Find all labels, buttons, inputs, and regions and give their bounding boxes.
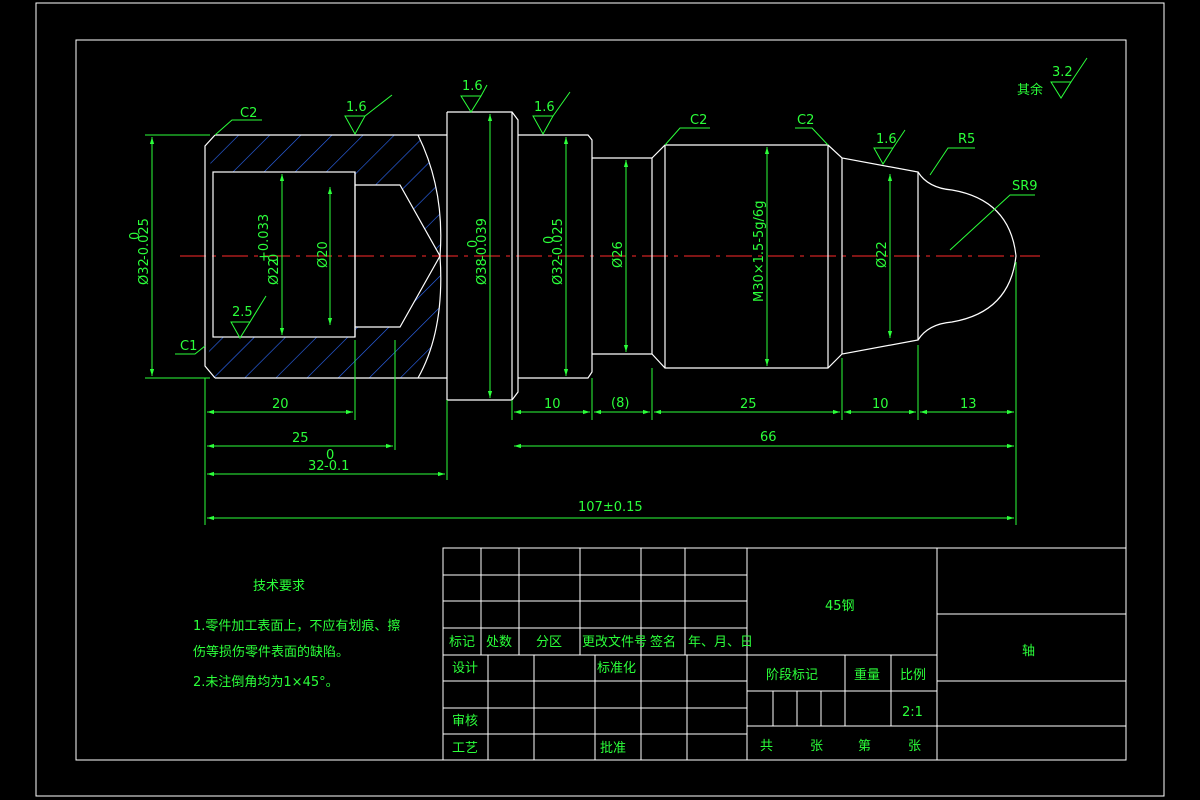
- label-design: 设计: [452, 661, 478, 676]
- dim-len-20: 20: [272, 397, 289, 412]
- tech-req-title: 技术要求: [253, 579, 305, 594]
- leaders: [175, 57, 1088, 355]
- dim-len-8: (8): [611, 396, 629, 411]
- dim-thread: M30×1.5-5g/6g: [752, 201, 767, 302]
- hatched-section: [205, 135, 441, 378]
- title-block-text: 45钢 轴 标记 处数 分区 更改文件号 签名 年、月、日 设计 标准化 审核 …: [449, 599, 1035, 756]
- shaft-outline: [204, 111, 1017, 401]
- callouts: C2 C1 C2 C2 R5 SR9: [180, 106, 1038, 354]
- label-weight: 重量: [854, 667, 880, 683]
- dim-d38-tol: -0.039: [475, 218, 490, 260]
- dim-d22-end: Ø22: [875, 241, 890, 268]
- label-scale: 比例: [900, 668, 926, 683]
- label-stage-mark: 阶段标记: [766, 668, 818, 683]
- label-standardize: 标准化: [597, 661, 636, 676]
- sheet-total: 共: [760, 739, 773, 754]
- roughness-value: 1.6: [534, 100, 555, 115]
- roughness-value: 1.6: [346, 100, 367, 115]
- label-review: 审核: [452, 714, 478, 729]
- dim-d22-tol-upper: +0.033: [257, 214, 272, 262]
- roughness-value: 2.5: [232, 305, 253, 320]
- header-zone: 分区: [536, 635, 562, 650]
- dim-len-32: 32: [308, 459, 325, 474]
- scale-value: 2:1: [902, 705, 923, 720]
- roughness-labels: 1.6 1.6 1.6 1.6 2.5 其余 3.2: [232, 65, 1073, 320]
- dim-d20: Ø20: [316, 241, 331, 268]
- chamfer-c2-thread-right: C2: [797, 113, 814, 128]
- material: 45钢: [825, 599, 855, 614]
- dim-len-10b: 10: [872, 397, 889, 412]
- chamfer-c2-left: C2: [240, 106, 257, 121]
- diameter-dimensions: Ø32 0 -0.025 Ø22 +0.033 0 Ø20 Ø38 0 -0.0…: [128, 201, 890, 302]
- dim-d32-shoulder-upper: 0: [542, 236, 557, 244]
- length-dimensions: 20 10 (8) 25 10 13 25 66 32 0 -0.1 107±0…: [272, 396, 977, 515]
- header-date: 年、月、日: [688, 635, 753, 650]
- dim-len-32-upper: 0: [326, 448, 334, 463]
- sheet-unit-2: 张: [908, 739, 921, 754]
- dim-len-25a: 25: [292, 431, 309, 446]
- sheet-no: 第: [858, 739, 871, 754]
- dim-d32-main-upper: 0: [128, 232, 143, 240]
- dim-d32-shoulder-tol: -0.025: [551, 218, 566, 260]
- chamfer-c2-thread-left: C2: [690, 113, 707, 128]
- label-process: 工艺: [452, 741, 478, 756]
- dim-d32-shoulder: Ø32: [551, 258, 566, 285]
- dim-len-13: 13: [960, 397, 977, 412]
- chamfer-c1: C1: [180, 339, 197, 354]
- dim-d38-upper: 0: [466, 240, 481, 248]
- label-approve: 批准: [600, 741, 626, 756]
- header-count: 处数: [486, 635, 512, 650]
- dim-len-32-tol: -0.1: [324, 459, 349, 474]
- tech-req-item2: 2.未注倒角均为1×45°。: [193, 675, 339, 690]
- part-name: 轴: [1022, 644, 1035, 659]
- roughness-value: 1.6: [462, 79, 483, 94]
- roughness-other-value: 3.2: [1052, 65, 1073, 80]
- dim-d26: Ø26: [611, 241, 626, 268]
- radius-r5: R5: [958, 132, 975, 147]
- tech-req-item1-line1: 1.零件加工表面上，不应有划痕、擦: [193, 618, 400, 634]
- roughness-other-label: 其余: [1017, 82, 1043, 98]
- title-block-grid: [442, 547, 1127, 761]
- dim-d32-main: Ø32: [137, 258, 152, 285]
- dim-d32-main-tol: -0.025: [137, 218, 152, 260]
- sheet-unit-1: 张: [810, 739, 823, 754]
- dim-len-25b: 25: [740, 397, 757, 412]
- sphere-radius-sr9: SR9: [1012, 179, 1038, 194]
- dim-d38: Ø38: [475, 258, 490, 285]
- dim-len-107: 107±0.15: [578, 500, 643, 515]
- header-change-doc: 更改文件号: [582, 635, 647, 650]
- dim-len-66: 66: [760, 430, 777, 445]
- dim-len-10a: 10: [544, 397, 561, 412]
- technical-requirements: 技术要求 1.零件加工表面上，不应有划痕、擦 伤等损伤零件表面的缺陷。 2.未注…: [193, 579, 400, 690]
- header-signature: 签名: [650, 634, 676, 650]
- dimension-lines: [149, 114, 1014, 521]
- header-mark: 标记: [449, 635, 475, 650]
- extension-lines: [145, 134, 1017, 525]
- tech-req-item1-line2: 伤等损伤零件表面的缺陷。: [193, 644, 349, 660]
- dim-d22-bore: Ø22: [267, 258, 282, 285]
- dim-d22-tol-lower: 0: [267, 254, 282, 262]
- roughness-value: 1.6: [876, 132, 897, 147]
